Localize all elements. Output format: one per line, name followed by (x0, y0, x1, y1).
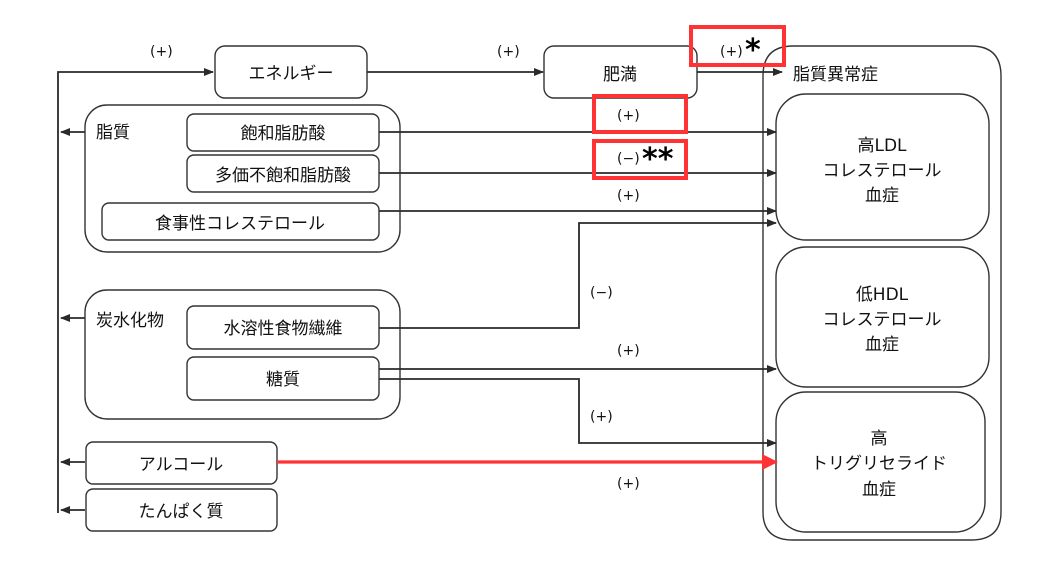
obesity-to-dyslipidemia-sign: (+) (720, 44, 743, 60)
lipid-group-label: 脂質 (96, 123, 130, 143)
low-hdl-label-line2: コレステロール (823, 310, 942, 330)
pufa-star: ** (642, 142, 674, 177)
low-hdl-box (775, 246, 990, 388)
energy-label: エネルギー (249, 64, 334, 84)
pufa-label: 多価不飽和脂肪酸 (215, 166, 351, 186)
energy-to-obesity-sign: (+) (497, 44, 520, 60)
high-ldl-box (775, 93, 990, 241)
sugar-to-tg-arrow (379, 378, 777, 447)
sugar-to-hdl-sign: (+) (617, 343, 640, 359)
protein-box (85, 488, 278, 532)
saturated-to-ldl-sign: (+) (617, 108, 640, 124)
high-ldl-label-line1: 高LDL (857, 136, 907, 156)
to-energy-sign: (+) (150, 44, 173, 60)
sugar-to-tg-sign: (+) (590, 409, 613, 425)
pufa-highlight (592, 139, 688, 180)
soluble-fiber-label: 水溶性食物繊維 (224, 319, 343, 339)
high-ldl-label-line2: コレステロール (823, 161, 942, 181)
high-ldl-label-line3: 血症 (865, 186, 899, 206)
to-energy-arrow (57, 68, 214, 513)
protein-label: たんぱく質 (139, 502, 224, 522)
high-tg-label-line1: 高 (871, 429, 888, 449)
obesity-star: * (745, 33, 761, 68)
lipid-group (84, 104, 401, 253)
saturated-highlight (592, 94, 688, 134)
saturated-fa-label: 飽和脂肪酸 (241, 124, 326, 144)
obesity-label: 肥満 (603, 65, 637, 85)
carb-group-label: 炭水化物 (96, 311, 164, 331)
high-tg-label-line2: トリグリセライド (811, 454, 947, 474)
cholesterol-to-ldl-sign: (+) (617, 188, 640, 204)
alcohol-to-tg-sign: (+) (617, 476, 640, 492)
low-hdl-label-line1: 低HDL (856, 285, 909, 305)
fiber-to-ldl-sign: (−) (590, 285, 613, 301)
dietary-cholesterol-label: 食事性コレステロール (155, 214, 325, 234)
fiber-to-ldl-arrow (379, 219, 777, 329)
sugar-label: 糖質 (266, 370, 300, 390)
pufa-to-ldl-sign: (−) (617, 151, 640, 167)
dyslipidemia-group-label: 脂質異常症 (793, 65, 878, 85)
dietary-cholesterol-box (101, 202, 380, 241)
alcohol-label: アルコール (139, 455, 224, 475)
obesity-highlight (689, 25, 786, 67)
high-tg-label-line3: 血症 (862, 480, 896, 500)
carb-group (84, 289, 401, 420)
low-hdl-label-line3: 血症 (865, 335, 899, 355)
